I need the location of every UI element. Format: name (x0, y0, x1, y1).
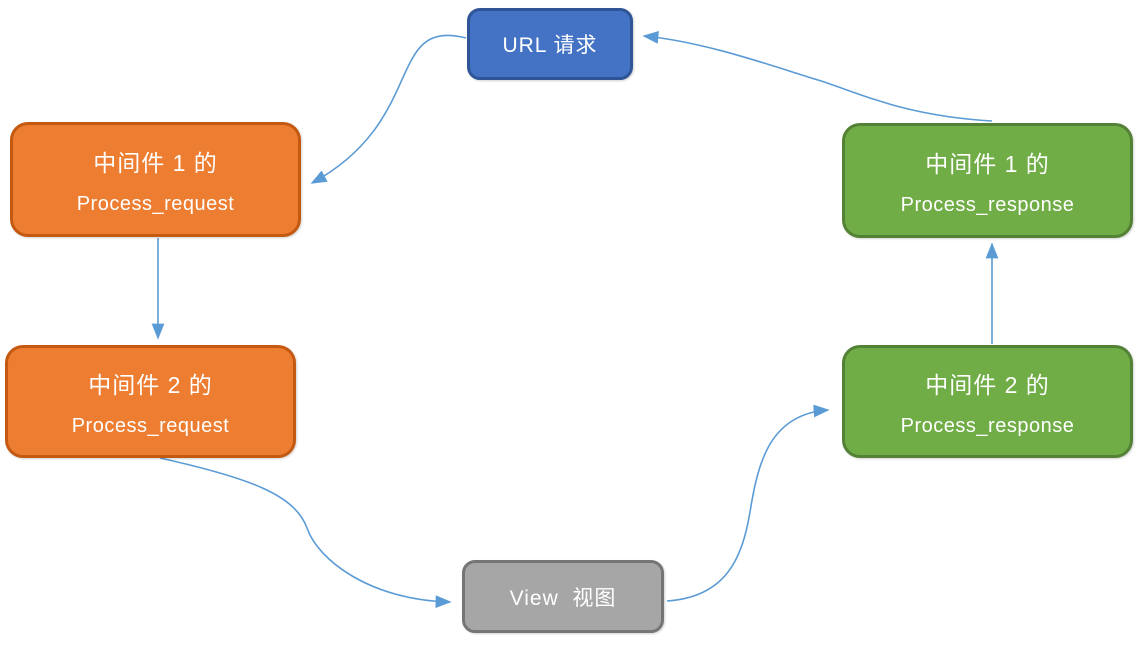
edge-mw1response-to-url (642, 31, 993, 122)
node-title: 中间件 2 的 (88, 371, 213, 398)
node-middleware2-process-response: 中间件 2 的 Process_response (842, 345, 1133, 458)
node-subtitle: Process_request (76, 192, 235, 215)
node-title: 中间件 1 的 (93, 149, 218, 176)
edge-url-to-mw1request (310, 34, 467, 184)
node-view: View 视图 (462, 560, 664, 633)
node-middleware2-process-request: 中间件 2 的 Process_request (5, 345, 296, 458)
node-middleware1-process-request: 中间件 1 的 Process_request (10, 122, 301, 237)
node-url-request: URL 请求 (467, 8, 633, 80)
node-title: URL 请求 (502, 34, 598, 57)
node-subtitle: Process_response (900, 414, 1075, 437)
node-middleware1-process-response: 中间件 1 的 Process_response (842, 123, 1133, 238)
node-subtitle: Process_request (71, 414, 230, 437)
node-title: 中间件 1 的 (925, 150, 1050, 177)
edge-view-to-mw2response (666, 404, 830, 602)
node-subtitle: Process_response (900, 193, 1075, 216)
edge-mw2request-to-view (159, 457, 452, 609)
node-title: 中间件 2 的 (925, 371, 1050, 398)
node-title: View 视图 (509, 586, 617, 610)
